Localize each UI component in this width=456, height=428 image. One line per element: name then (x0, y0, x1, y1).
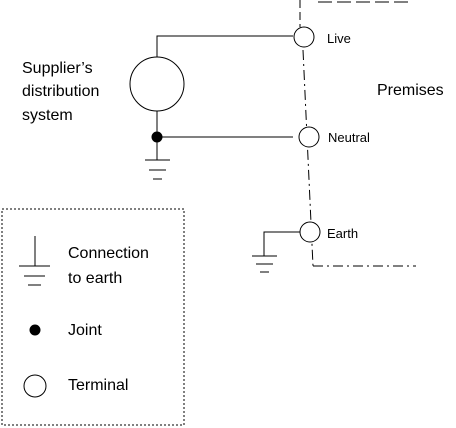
live-label: Live (327, 31, 351, 46)
legend-terminal-label: Terminal (68, 377, 128, 394)
legend-connection-label-line1: Connection (68, 245, 149, 262)
legend-box (1, 208, 185, 426)
live-terminal (293, 26, 315, 48)
earth-terminal (299, 221, 321, 243)
supplier-label-line3: system (22, 107, 73, 124)
legend-joint-symbol (29, 324, 41, 336)
premises-label: Premises (377, 82, 444, 99)
neutral-earth-joint (151, 131, 163, 143)
legend-joint-label: Joint (68, 322, 102, 339)
supplier-label-line1: Supplier’s (22, 60, 93, 77)
legend-terminal-symbol (23, 374, 47, 398)
supply-source-symbol (129, 56, 185, 112)
legend-earth-symbol (19, 236, 50, 286)
legend-connection-label-line2: to earth (68, 270, 122, 287)
neutral-terminal (298, 126, 320, 148)
supplier-label-line2: distribution (22, 83, 99, 100)
wiring (145, 35, 300, 273)
neutral-label: Neutral (328, 130, 370, 145)
earth-label: Earth (327, 226, 358, 241)
